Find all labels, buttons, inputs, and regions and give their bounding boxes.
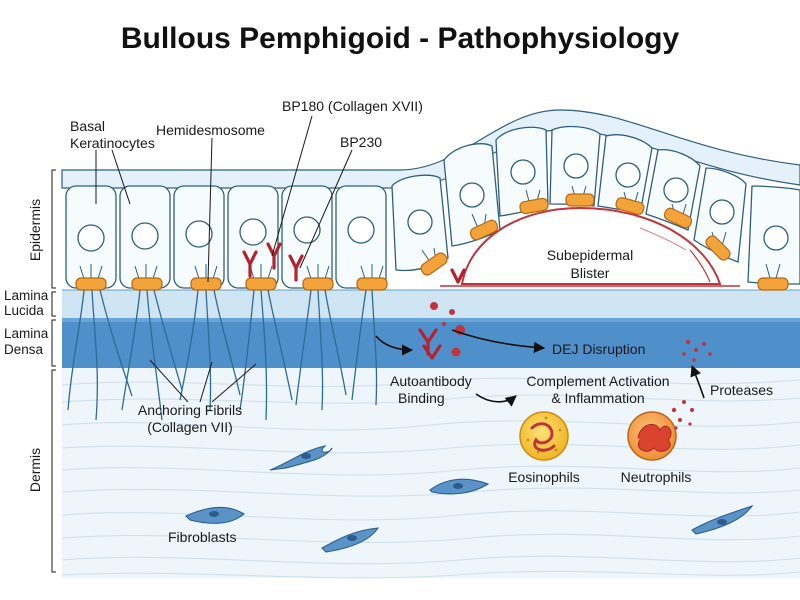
- label-autoantibody-line2: Binding: [398, 390, 445, 406]
- neutrophil-cell: [627, 411, 677, 461]
- leader-basal: [95, 149, 131, 205]
- leader-bp230: [299, 149, 353, 269]
- label-dej: DEJ Disruption: [552, 341, 645, 357]
- autoantibody-cluster: [418, 328, 442, 360]
- arrow-to-autoantibody: [375, 335, 414, 356]
- label-proteases: Proteases: [710, 382, 773, 398]
- hemidesmosomes: [75, 193, 789, 291]
- eosinophil-cell: [519, 411, 569, 461]
- layer-brackets: [51, 169, 56, 573]
- label-anchoring-line1: Anchoring Fibrils: [138, 402, 242, 418]
- layer-lamina-densa-label-1: Lamina: [4, 326, 49, 341]
- label-fibroblasts: Fibroblasts: [168, 529, 236, 545]
- label-hemidesmosome: Hemidesmosome: [156, 122, 265, 138]
- arrow-to-dej: [451, 329, 546, 353]
- label-autoantibody-line1: Autoantibody: [390, 373, 472, 389]
- label-anchoring-line2: (Collagen VII): [147, 419, 233, 435]
- label-bp230: BP230: [340, 134, 382, 150]
- leader-bp180: [271, 115, 313, 257]
- layer-lamina-lucida-label-1: Lamina: [4, 288, 49, 303]
- blister-label-line1: Subepidermal: [547, 247, 633, 263]
- arrow-autoab-to-complement: [475, 393, 517, 407]
- label-eosinophils: Eosinophils: [508, 469, 580, 485]
- leader-anchoring: [149, 359, 257, 403]
- lamina-densa-highlight: [62, 318, 800, 322]
- label-complement-line1: Complement Activation: [526, 373, 669, 389]
- label-basal-line1: Basal: [70, 118, 105, 134]
- blister-label-line2: Blister: [571, 265, 610, 281]
- fibroblast-cells: [185, 445, 754, 553]
- lamina-densa-band: [62, 318, 800, 368]
- lifted-keratinocytes: [391, 125, 800, 285]
- bp180-antibodies: [242, 242, 466, 284]
- basal-keratinocytes: [65, 185, 387, 289]
- label-complement-line2: & Inflammation: [551, 390, 644, 406]
- anchoring-fibrils: [67, 289, 378, 421]
- complement-particles: [430, 302, 465, 357]
- label-neutrophils: Neutrophils: [621, 469, 692, 485]
- page-title: Bullous Pemphigoid - Pathophysiology: [121, 22, 680, 55]
- layer-lamina-densa-label-2: Densa: [4, 342, 44, 357]
- layer-epidermis-label: Epidermis: [27, 199, 43, 261]
- layer-lamina-lucida-label-2: Lucida: [4, 303, 44, 318]
- label-bp180: BP180 (Collagen XVII): [282, 98, 423, 114]
- protease-particles: [671, 339, 712, 430]
- layer-dermis-label: Dermis: [27, 448, 43, 492]
- label-basal-line2: Keratinocytes: [70, 135, 155, 151]
- arrow-proteases-up: [690, 364, 705, 399]
- dej-disruption-wave: [440, 304, 520, 318]
- leader-hemidesmosome: [207, 137, 213, 283]
- subepidermal-blister: [440, 206, 740, 287]
